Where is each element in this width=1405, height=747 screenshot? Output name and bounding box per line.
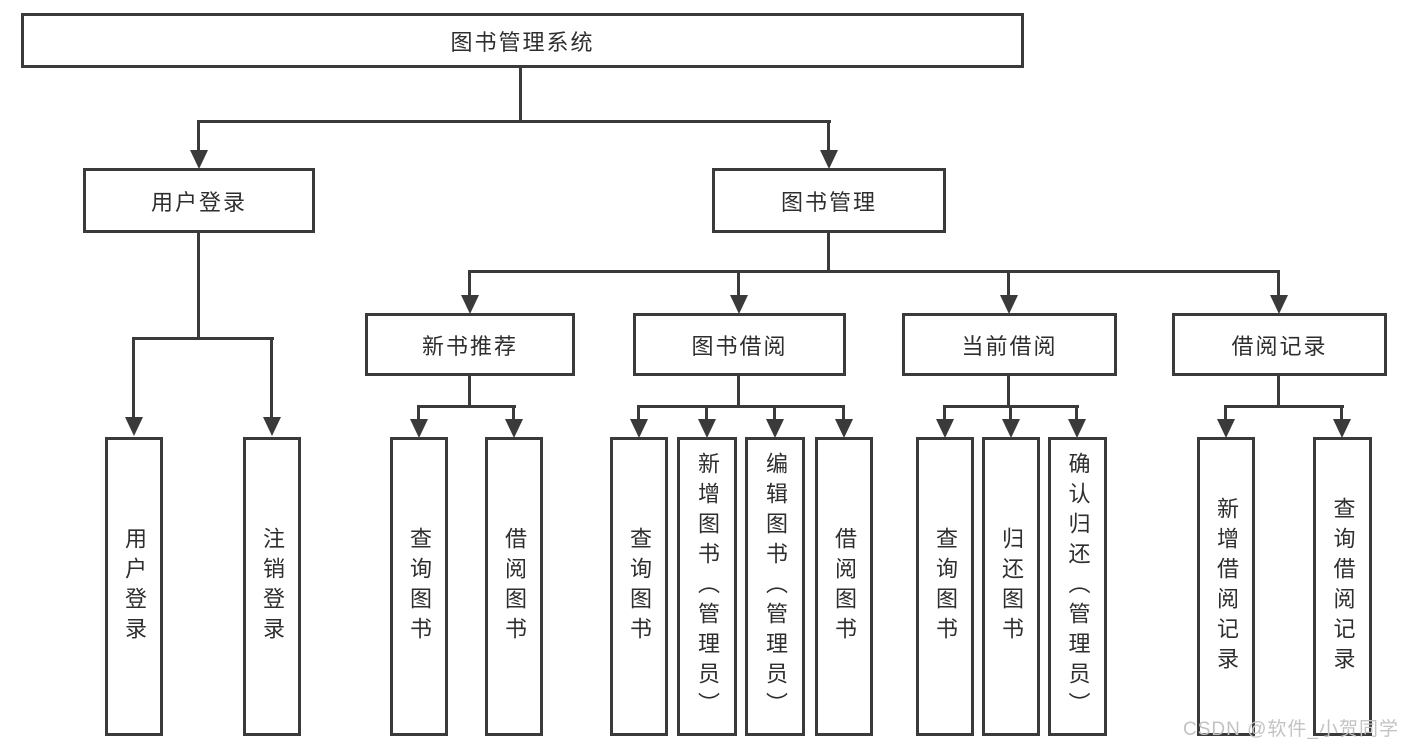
connector-line	[737, 270, 740, 295]
leaf-borrow-book: 借阅图书	[815, 437, 873, 736]
leaf-add-book-admin-label: 新增图书（管理员）	[695, 451, 720, 722]
connector-line	[197, 120, 831, 123]
connector-line	[943, 405, 946, 419]
leaf-return-book: 归还图书	[982, 437, 1040, 736]
leaf-recommend-query-book: 查询图书	[390, 437, 448, 736]
node-library-management-system: 图书管理系统	[21, 13, 1024, 68]
leaf-current-query-book-label: 查询图书	[933, 526, 958, 647]
node-new-book-recommend: 新书推荐	[365, 313, 575, 376]
arrow-down-icon	[820, 150, 838, 169]
arrow-down-icon	[1333, 419, 1351, 438]
connector-line	[1224, 405, 1227, 419]
connector-line	[270, 337, 273, 417]
arrow-down-icon	[698, 419, 716, 438]
connector-line	[512, 405, 515, 419]
connector-line	[637, 405, 640, 419]
arrow-down-icon	[125, 417, 143, 436]
arrow-down-icon	[1068, 419, 1086, 438]
leaf-add-borrow-record-label: 新增借阅记录	[1214, 496, 1239, 677]
connector-line	[519, 68, 522, 120]
connector-line	[1075, 405, 1078, 419]
connector-line	[468, 270, 1280, 273]
arrow-down-icon	[730, 295, 748, 314]
leaf-borrow-query-book-label: 查询图书	[627, 526, 652, 647]
leaf-edit-book-admin: 编辑图书（管理员）	[745, 437, 805, 736]
connector-line	[1277, 270, 1280, 295]
connector-line	[132, 337, 274, 340]
node-book-borrow: 图书借阅	[633, 313, 846, 376]
arrow-down-icon	[630, 419, 648, 438]
arrow-down-icon	[1217, 419, 1235, 438]
leaf-query-borrow-record-label: 查询借阅记录	[1330, 496, 1356, 677]
connector-line	[1224, 405, 1344, 408]
connector-line	[842, 405, 845, 419]
leaf-confirm-return-admin: 确认归还（管理员）	[1048, 437, 1107, 736]
connector-line	[1340, 405, 1343, 419]
leaf-user-login: 用户登录	[105, 437, 163, 736]
leaf-edit-book-admin-label: 编辑图书（管理员）	[763, 451, 788, 722]
leaf-current-query-book: 查询图书	[916, 437, 974, 736]
node-current-borrow: 当前借阅	[902, 313, 1117, 376]
arrow-down-icon	[505, 419, 523, 438]
leaf-query-borrow-record: 查询借阅记录	[1313, 437, 1372, 736]
connector-line	[132, 337, 135, 417]
arrow-down-icon	[835, 419, 853, 438]
leaf-logout: 注销登录	[243, 437, 301, 736]
leaf-add-book-admin: 新增图书（管理员）	[677, 437, 737, 736]
leaf-user-login-label: 用户登录	[122, 526, 147, 647]
connector-line	[1009, 405, 1012, 419]
node-book-management: 图书管理	[712, 168, 946, 233]
connector-line	[1007, 376, 1010, 405]
arrow-down-icon	[190, 150, 208, 169]
connector-line	[827, 120, 830, 152]
csdn-watermark: CSDN @软件_小贺同学	[1183, 719, 1399, 740]
connector-line	[773, 405, 776, 419]
leaf-add-borrow-record: 新增借阅记录	[1197, 437, 1255, 736]
connector-line	[417, 405, 420, 419]
connector-line	[827, 233, 830, 270]
leaf-return-book-label: 归还图书	[999, 526, 1024, 647]
connector-line	[468, 376, 471, 405]
leaf-recommend-borrow-book: 借阅图书	[485, 437, 543, 736]
arrow-down-icon	[461, 295, 479, 314]
connector-line	[1007, 270, 1010, 295]
leaf-recommend-query-book-label: 查询图书	[407, 526, 432, 647]
leaf-confirm-return-admin-label: 确认归还（管理员）	[1065, 451, 1091, 722]
connector-line	[197, 233, 200, 337]
leaf-borrow-book-label: 借阅图书	[832, 526, 857, 647]
connector-line	[1277, 376, 1280, 405]
connector-line	[637, 405, 845, 408]
arrow-down-icon	[410, 419, 428, 438]
node-user-login: 用户登录	[83, 168, 315, 233]
connector-line	[705, 405, 708, 419]
arrow-down-icon	[766, 419, 784, 438]
arrow-down-icon	[1000, 295, 1018, 314]
leaf-logout-label: 注销登录	[260, 526, 285, 647]
arrow-down-icon	[1270, 295, 1288, 314]
node-borrow-record: 借阅记录	[1172, 313, 1387, 376]
leaf-recommend-borrow-book-label: 借阅图书	[502, 526, 527, 647]
arrow-down-icon	[263, 417, 281, 436]
arrow-down-icon	[1002, 419, 1020, 438]
connector-line	[468, 270, 471, 295]
connector-line	[737, 376, 740, 405]
arrow-down-icon	[936, 419, 954, 438]
leaf-borrow-query-book: 查询图书	[610, 437, 668, 736]
connector-line	[197, 120, 200, 152]
connector-line	[417, 405, 516, 408]
